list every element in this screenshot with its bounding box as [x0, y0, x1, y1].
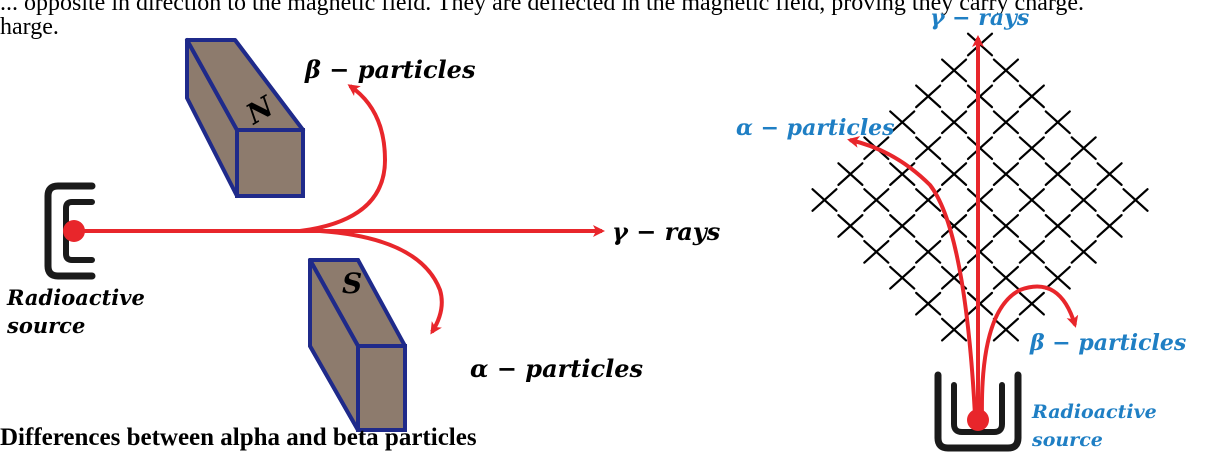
x-mark-icon: [1070, 136, 1097, 161]
x-mark-icon: [811, 188, 838, 212]
x-mark-icon: [940, 162, 968, 186]
alpha-label-left: α − particles: [470, 354, 643, 383]
x-mark-icon: [889, 110, 916, 135]
gamma-label-right: γ − rays: [930, 5, 1029, 31]
x-mark-icon: [915, 136, 942, 161]
x-mark-icon: [1070, 188, 1097, 212]
x-mark-icon: [863, 188, 890, 212]
x-mark-icon: [915, 239, 942, 264]
x-mark-icon: [837, 162, 864, 186]
alpha-label-right: α − particles: [736, 115, 895, 141]
top-text-line: ... opposite in direction to the magneti…: [0, 0, 1085, 16]
source-label-left-line2: source: [6, 313, 85, 338]
x-mark-icon: [1018, 136, 1045, 161]
source-label-left-line1: Radioactive: [6, 285, 145, 310]
x-mark-icon: [1018, 84, 1045, 109]
magnet-south-label: S: [342, 267, 362, 300]
x-mark-icon: [863, 239, 890, 264]
x-mark-icon: [1044, 265, 1071, 290]
x-mark-icon: [1044, 214, 1071, 238]
x-mark-icon: [1044, 110, 1071, 135]
x-mark-icon: [1096, 162, 1123, 186]
beta-label-left: β − particles: [304, 55, 476, 84]
left-diagram: N S β − particles γ − rays α − particles…: [6, 38, 721, 432]
magnetic-field-crosses: [811, 32, 1149, 342]
alpha-path-right: [847, 136, 977, 416]
x-mark-icon: [992, 58, 1020, 83]
gamma-label-left: γ − rays: [612, 217, 721, 246]
magnet-south: S: [308, 258, 407, 432]
x-mark-icon: [992, 162, 1020, 186]
x-mark-icon: [940, 110, 968, 135]
x-mark-icon: [1044, 162, 1071, 186]
right-diagram: γ − rays α − particles β − particles Rad…: [736, 5, 1186, 452]
x-mark-icon: [1018, 239, 1045, 264]
source-label-right-line1: Radioactive: [1031, 401, 1157, 423]
x-mark-icon: [837, 214, 864, 238]
x-mark-icon: [940, 58, 968, 83]
x-mark-icon: [915, 291, 942, 316]
x-mark-icon: [1122, 188, 1149, 212]
radioactive-source-left: [44, 182, 96, 280]
beta-label-right: β − particles: [1029, 330, 1186, 356]
x-mark-icon: [889, 265, 916, 290]
x-mark-icon: [1018, 188, 1045, 212]
source-label-right-line2: source: [1031, 429, 1103, 451]
x-mark-icon: [992, 265, 1020, 290]
x-mark-icon: [992, 110, 1020, 135]
alpha-path-left: [319, 229, 444, 335]
x-mark-icon: [992, 317, 1020, 342]
x-mark-icon: [1070, 239, 1097, 264]
x-mark-icon: [889, 214, 916, 238]
beta-path-left: [299, 84, 388, 233]
x-mark-icon: [940, 317, 968, 342]
top-text-line-2: harge.: [0, 14, 59, 40]
x-mark-icon: [1018, 291, 1045, 316]
beta-path-right: [979, 284, 1079, 419]
x-mark-icon: [1096, 214, 1123, 238]
x-mark-icon: [915, 84, 942, 109]
x-mark-icon: [992, 214, 1020, 238]
magnet-north: N: [185, 38, 305, 198]
section-heading: Differences between alpha and beta parti…: [0, 424, 477, 451]
